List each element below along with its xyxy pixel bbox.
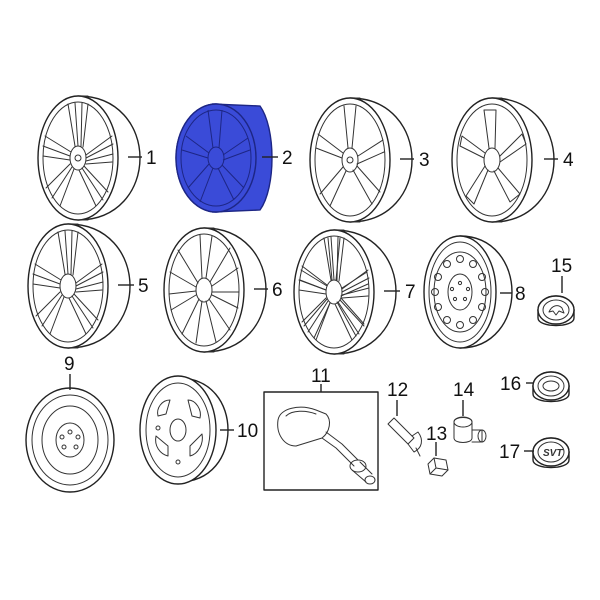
callout-15[interactable]: 15 xyxy=(551,256,572,277)
oval-emblem-icon xyxy=(542,380,560,392)
callout-9[interactable]: 9 xyxy=(64,354,75,375)
center-cap-17[interactable]: SVT xyxy=(532,437,570,469)
wheel-3[interactable] xyxy=(309,97,413,223)
callout-6[interactable]: 6 xyxy=(272,280,283,301)
wheel-6[interactable] xyxy=(163,227,267,353)
callout-5[interactable]: 5 xyxy=(138,276,149,297)
wheel-2-highlighted[interactable] xyxy=(175,103,273,213)
callout-14[interactable]: 14 xyxy=(453,380,475,401)
wheel-10[interactable] xyxy=(139,375,229,485)
wheel-1[interactable] xyxy=(37,95,141,221)
horse-emblem-icon xyxy=(548,305,565,316)
cap-emblem-text: SVT xyxy=(543,448,563,459)
center-cap-16[interactable] xyxy=(532,371,570,403)
callout-12[interactable]: 12 xyxy=(387,380,408,401)
callout-17[interactable]: 17 xyxy=(499,442,520,463)
callout-7[interactable]: 7 xyxy=(405,282,416,303)
wheel-8-steel[interactable] xyxy=(423,235,513,349)
center-cap-15[interactable] xyxy=(537,295,575,327)
callout-8[interactable]: 8 xyxy=(515,284,526,305)
locking-nut-14[interactable] xyxy=(453,416,487,443)
wheel-7[interactable] xyxy=(293,229,397,355)
valve-stem-12[interactable] xyxy=(387,417,422,457)
lug-nut-13[interactable] xyxy=(427,457,449,477)
wheel-9-spare[interactable] xyxy=(25,383,115,497)
wheel-5[interactable] xyxy=(27,223,131,349)
callout-4[interactable]: 4 xyxy=(563,150,574,171)
tpms-sensor-kit-11[interactable] xyxy=(263,391,379,491)
callout-1[interactable]: 1 xyxy=(146,148,157,169)
callout-3[interactable]: 3 xyxy=(419,150,430,171)
callout-13[interactable]: 13 xyxy=(426,424,447,445)
callout-16[interactable]: 16 xyxy=(500,374,521,395)
callout-2[interactable]: 2 xyxy=(282,148,293,169)
callout-10[interactable]: 10 xyxy=(237,421,258,442)
callout-11[interactable]: 11 xyxy=(311,366,331,387)
wheel-4[interactable] xyxy=(451,97,555,223)
